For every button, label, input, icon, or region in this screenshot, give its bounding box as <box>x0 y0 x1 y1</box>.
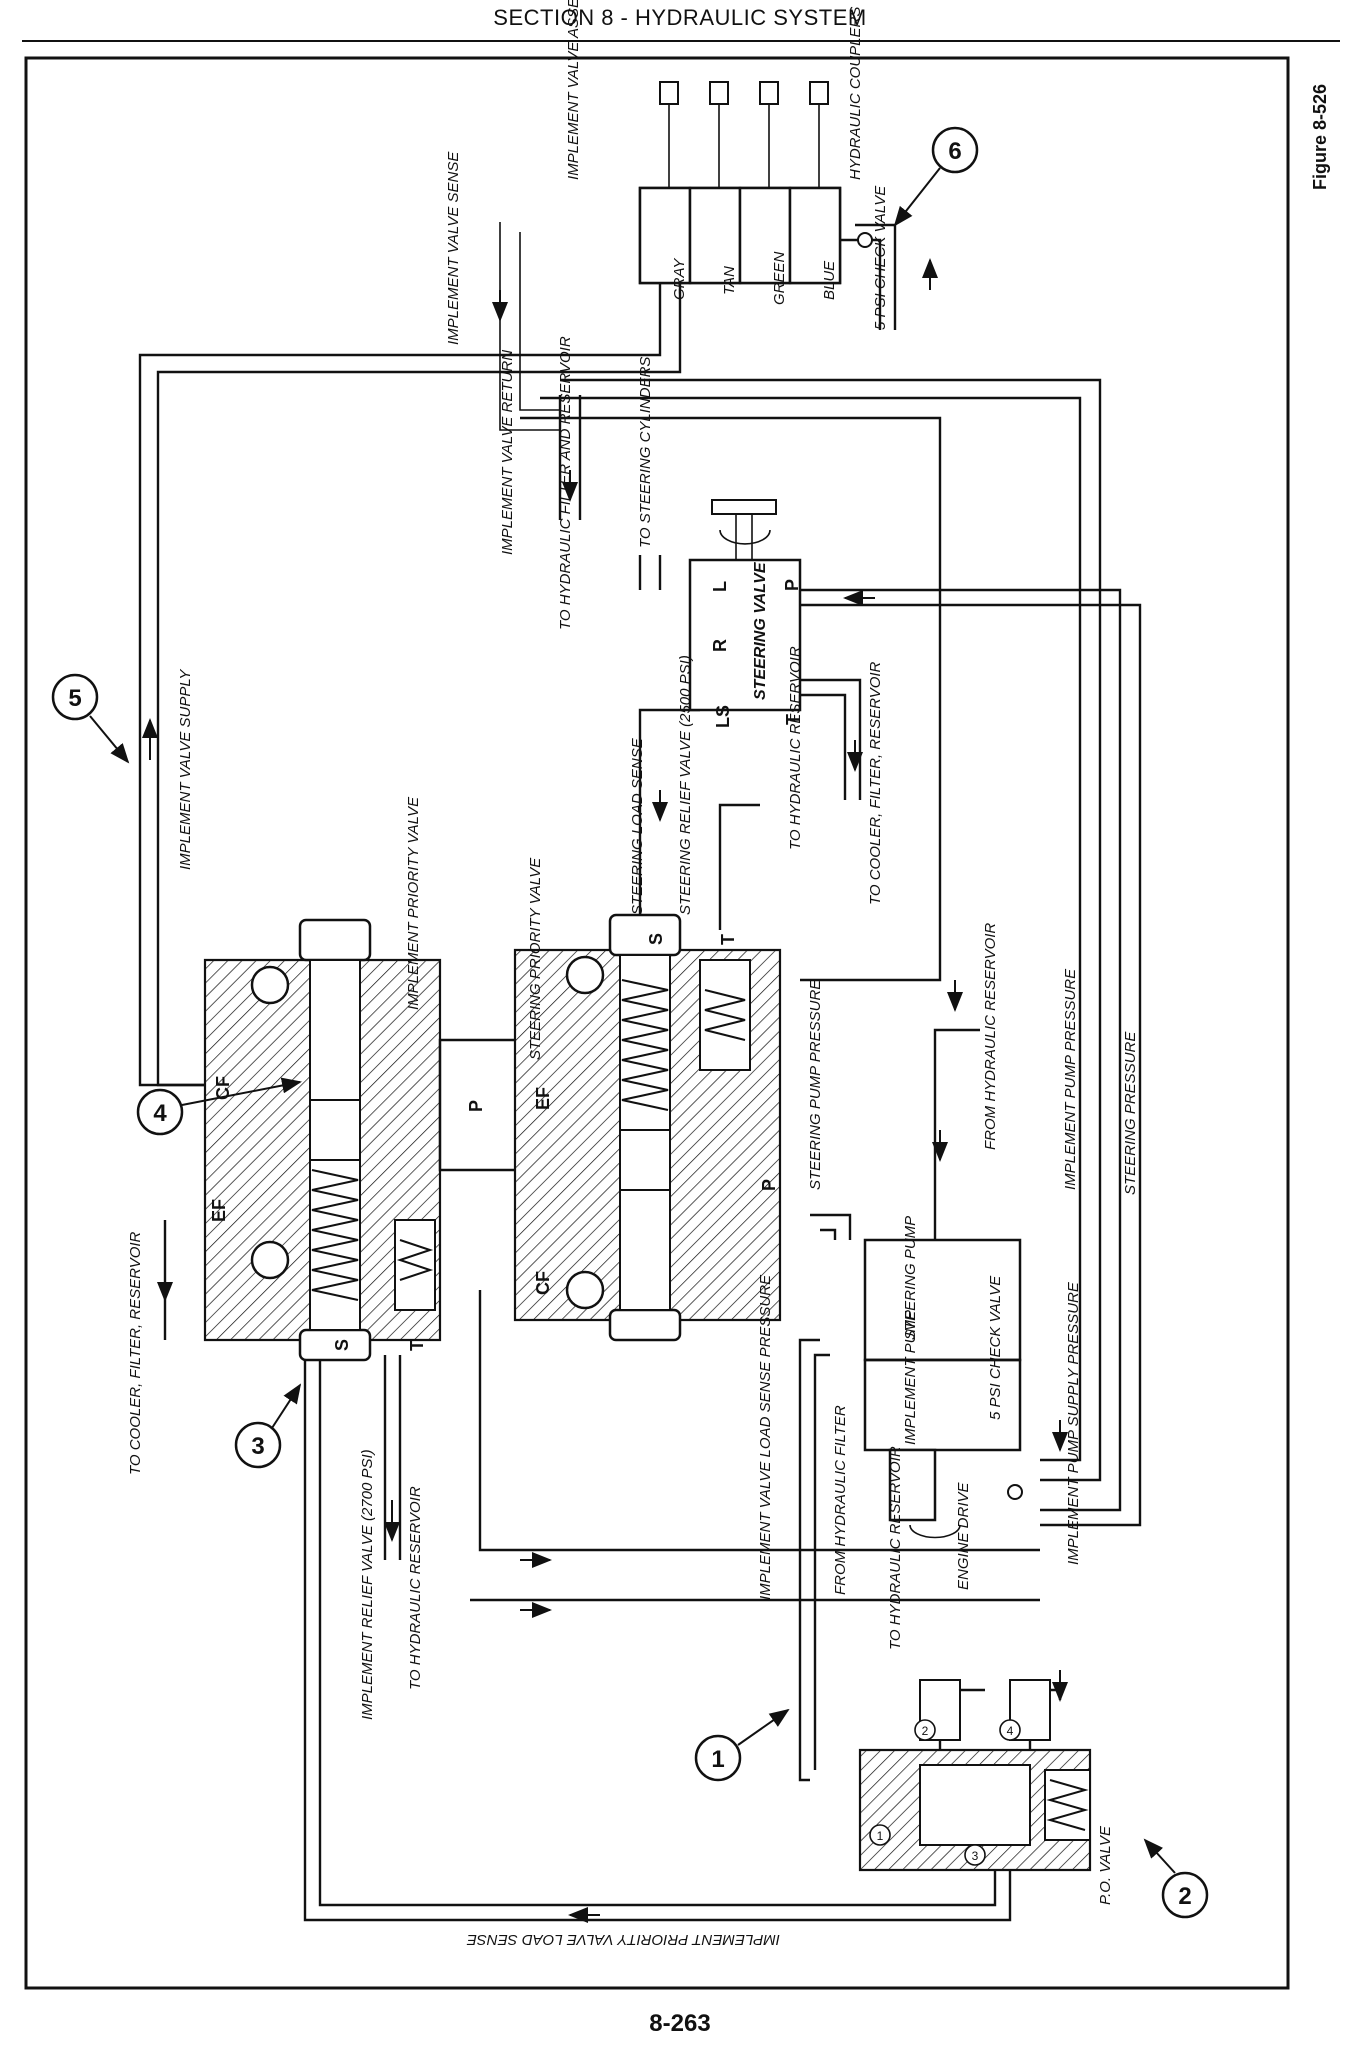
label-tan: TAN <box>721 266 738 295</box>
callout-4: 4 <box>136 1088 184 1136</box>
label-implement-valve-sense: IMPLEMENT VALVE SENSE <box>445 151 462 345</box>
svg-text:1: 1 <box>711 1746 724 1773</box>
section-header: SECTION 8 - HYDRAULIC SYSTEM <box>493 5 867 30</box>
label-steering-relief-valve: STEERING RELIEF VALVE (2500 PSI) <box>677 655 694 915</box>
label-steering-pump-pressure: STEERING PUMP PRESSURE <box>807 979 824 1190</box>
label-priority-valve-load-sense: IMPLEMENT PRIORITY VALVE LOAD SENSE <box>466 1931 780 1948</box>
label-check-valve-pump: 5 PSI CHECK VALVE <box>987 1275 1004 1420</box>
label-implement-priority-valve: IMPLEMENT PRIORITY VALVE <box>405 796 422 1010</box>
label-to-hydraulic-reservoir-top: TO HYDRAULIC RESERVOIR <box>787 646 804 850</box>
label-implement-pump-supply-pressure: IMPLEMENT PUMP SUPPLY PRESSURE <box>1065 1281 1082 1565</box>
callout-3: 3 <box>234 1421 282 1469</box>
port-s-implement: S <box>332 1339 352 1351</box>
label-to-cooler-left: TO COOLER, FILTER, RESERVOIR <box>127 1231 144 1475</box>
label-steering-pump: STEERING PUMP <box>902 1216 919 1340</box>
label-gray: GRAY <box>671 258 688 300</box>
label-check-valve-top: 5 PSI CHECK VALVE <box>872 185 889 330</box>
label-implement-valve-return: IMPLEMENT VALVE RETURN <box>499 350 516 555</box>
port-ls: LS <box>713 705 733 728</box>
po-port-1: 1 <box>869 1824 891 1846</box>
po-port-4: 4 <box>999 1719 1021 1741</box>
label-implement-relief-valve: IMPLEMENT RELIEF VALVE (2700 PSI) <box>359 1449 376 1720</box>
label-implement-pump-pressure: IMPLEMENT PUMP PRESSURE <box>1062 968 1079 1190</box>
label-to-hydraulic-reservoir-po: TO HYDRAULIC RESERVOIR <box>887 1446 904 1650</box>
svg-text:3: 3 <box>251 1433 264 1460</box>
callout-6: 6 <box>931 126 979 174</box>
label-green: GREEN <box>771 251 788 305</box>
label-from-hydraulic-reservoir: FROM HYDRAULIC RESERVOIR <box>982 923 999 1150</box>
port-cf-implement: CF <box>213 1076 233 1100</box>
port-ef-steering: EF <box>533 1087 553 1110</box>
label-implement-pump: IMPLEMENT PUMP <box>902 1310 919 1445</box>
svg-text:3: 3 <box>972 1849 979 1863</box>
steering-valve <box>688 499 802 712</box>
header-rule <box>22 40 1340 42</box>
port-cf-steering: CF <box>533 1271 553 1295</box>
flow-arrows <box>142 258 1068 1923</box>
callout-2: 2 <box>1161 1871 1209 1919</box>
label-to-hydraulic-reservoir-left: TO HYDRAULIC RESERVOIR <box>407 1486 424 1690</box>
label-to-cooler-top: TO COOLER, FILTER, RESERVOIR <box>867 661 884 905</box>
label-po-valve: P.O. VALVE <box>1097 1825 1114 1905</box>
label-steering-pressure: STEERING PRESSURE <box>1122 1031 1139 1195</box>
label-from-hydraulic-filter: FROM HYDRAULIC FILTER <box>832 1405 849 1595</box>
port-s-steering: S <box>646 933 666 945</box>
svg-text:6: 6 <box>948 138 961 165</box>
label-implement-valve-supply: IMPLEMENT VALVE SUPPLY <box>177 669 194 870</box>
implement-priority-valve <box>203 918 442 1362</box>
port-t-implement: T <box>407 1340 427 1351</box>
label-to-filter-and-reservoir: TO HYDRAULIC FILTER AND RESERVOIR <box>557 336 574 630</box>
svg-text:2: 2 <box>922 1724 929 1738</box>
label-blue: BLUE <box>821 260 838 300</box>
port-l: L <box>710 581 730 592</box>
port-p-valve: P <box>782 579 802 591</box>
port-p-center: P <box>466 1100 486 1112</box>
implement-valve-assembly <box>638 81 897 330</box>
svg-text:4: 4 <box>1007 1724 1014 1738</box>
pump-assembly <box>863 1238 1023 1539</box>
port-p-steering: P <box>759 1179 779 1191</box>
port-t-valve: T <box>783 714 803 725</box>
label-steering-valve: STEERING VALVE <box>752 561 769 700</box>
po-port-3: 3 <box>964 1844 986 1866</box>
label-engine-drive: ENGINE DRIVE <box>955 1481 972 1590</box>
label-load-sense-pressure: IMPLEMENT VALVE LOAD SENSE PRESSURE <box>757 1274 774 1600</box>
piping <box>138 222 1142 1922</box>
port-ef-implement: EF <box>209 1199 229 1222</box>
label-implement-valve-assembly: IMPLEMENT VALVE ASSEMBLY <box>565 0 582 180</box>
callout-1: 1 <box>694 1734 742 1782</box>
port-t-steering: T <box>718 934 738 945</box>
steering-priority-valve <box>513 913 782 1342</box>
label-steering-priority-valve: STEERING PRIORITY VALVE <box>527 857 544 1060</box>
diagram-frame <box>24 56 1290 1990</box>
label-steering-load-sense: STEERING LOAD SENSE <box>629 737 646 915</box>
po-valve <box>858 1679 1092 1872</box>
port-r: R <box>710 639 730 652</box>
svg-text:4: 4 <box>153 1100 167 1127</box>
page-number: 8-263 <box>649 2010 711 2037</box>
label-hydraulic-couplers: HYDRAULIC COUPLERS <box>847 7 864 180</box>
svg-text:2: 2 <box>1178 1883 1191 1910</box>
label-to-steering-cylinders: TO STEERING CYLINDERS <box>637 357 654 548</box>
svg-text:5: 5 <box>68 685 81 712</box>
callout-5: 5 <box>51 673 99 721</box>
svg-text:1: 1 <box>877 1829 884 1843</box>
po-port-2: 2 <box>914 1719 936 1741</box>
